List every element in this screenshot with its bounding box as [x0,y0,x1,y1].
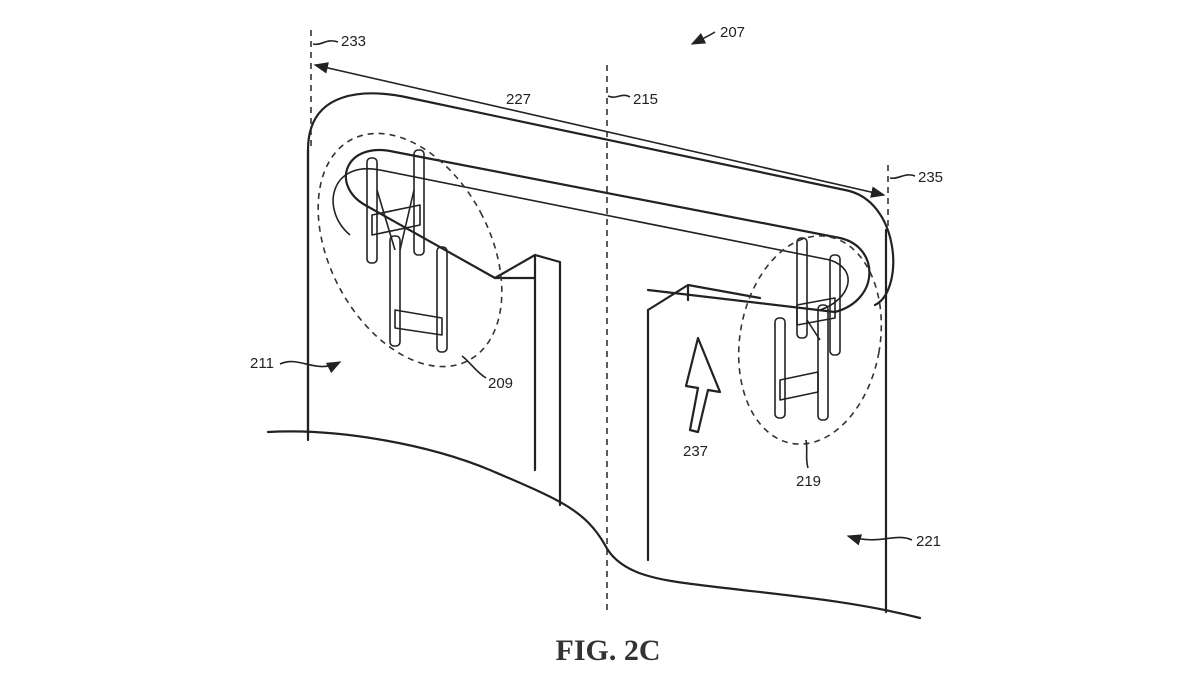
dimension-227-arrow [313,62,886,198]
detail-oval-209 [317,132,503,368]
leader-235 [889,174,916,180]
label-209: 209 [488,375,513,392]
pin-assembly-209 [366,149,448,353]
label-233: 233 [341,33,366,50]
label-237: 237 [683,443,708,460]
pin-assembly-219 [774,237,841,421]
label-235: 235 [918,169,943,186]
leader-215 [607,94,631,98]
label-211: 211 [250,355,274,372]
label-227: 227 [506,91,531,108]
leader-207 [690,31,716,45]
leader-221 [846,534,913,546]
band-outer-edge [306,92,895,437]
leader-209 [461,355,487,379]
figure-caption: FIG. 2C [556,634,661,667]
right-block [646,283,762,562]
label-207: 207 [720,24,745,41]
left-block [493,253,562,507]
leader-211 [279,360,342,374]
label-221: 221 [916,533,941,550]
label-219: 219 [796,473,821,490]
leader-219 [805,439,809,469]
leader-233 [312,40,339,46]
bottom-cut-line [266,430,922,620]
detail-oval-219 [737,235,883,445]
label-215: 215 [633,91,658,108]
insertion-arrow-237 [684,336,722,434]
